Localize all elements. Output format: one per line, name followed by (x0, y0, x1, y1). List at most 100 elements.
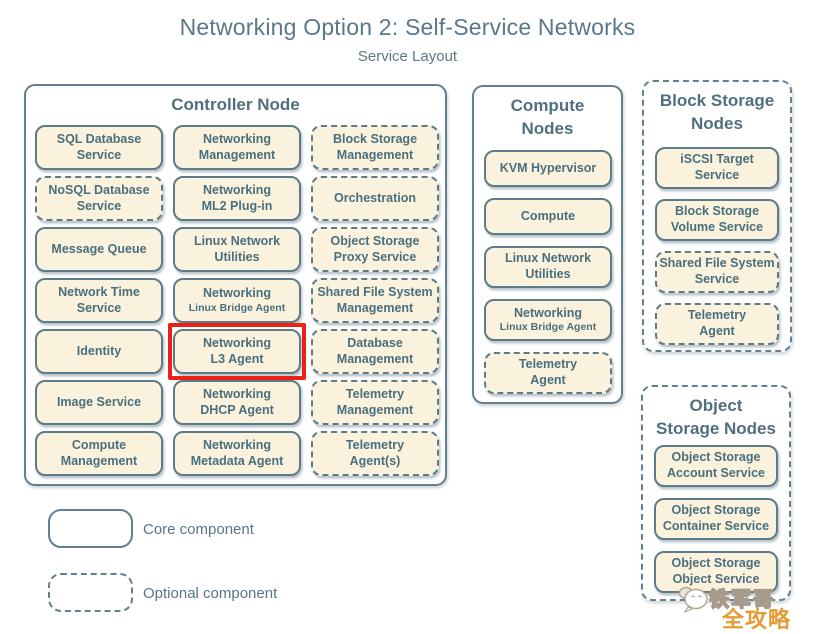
service-label-line: Management (336, 351, 414, 366)
service-label-line: Identity (76, 343, 122, 358)
service-label-line: Container Service (662, 519, 770, 533)
service-label-line: Object Storage (671, 450, 761, 465)
page-subtitle: Service Layout (357, 48, 458, 65)
service-identity: Identity (35, 329, 163, 374)
service-label-line: Networking (202, 131, 272, 146)
node-title-line: Compute (510, 96, 585, 115)
service-label-line: Networking (202, 386, 272, 401)
service-label-line: Shared File System (317, 284, 433, 299)
node-title-line: Block Storage (659, 91, 775, 110)
service-label-line: Linux Bridge Agent (499, 321, 597, 334)
service-label-line: Utilities (214, 249, 260, 264)
legend-optional-label: Optional component (143, 585, 278, 602)
service-label-line: Management (60, 453, 138, 468)
node-title-line: Nodes (521, 118, 574, 138)
service-label-line: Linux Network (193, 233, 281, 248)
node-title-line: Storage Nodes (656, 418, 776, 438)
service-label-line: Telemetry (345, 437, 405, 452)
service-label-line: Networking (513, 305, 583, 320)
service-label-line: Object Storage (671, 503, 761, 518)
service-label-line: Service (694, 168, 740, 182)
service-label-line: Service (76, 147, 122, 162)
service-label-line: Shared File System (659, 256, 775, 271)
service-label-line: Metadata Agent (190, 453, 284, 468)
service-label-line: Block Storage (674, 204, 760, 219)
watermark-outline-text: 铁军哥 (708, 588, 775, 611)
service-label-line: NoSQL Database (48, 182, 150, 197)
service-label-line: Management (336, 402, 414, 417)
service-orchestration: Orchestration (311, 176, 439, 221)
service-label-line: Block Storage (332, 131, 418, 146)
service-label-line: L3 Agent (210, 351, 264, 366)
service-label-line: Message Queue (51, 241, 147, 256)
service-label-line: Network Time (58, 284, 140, 299)
service-label-line: Compute (520, 208, 576, 223)
service-label-line: Linux Bridge Agent (188, 301, 286, 314)
service-label-line: Linux Network (504, 251, 592, 266)
watermark-solid-text: 全攻略 (722, 607, 792, 632)
page-title: Networking Option 2: Self-Service Networ… (179, 14, 636, 40)
node-title-line: Object (689, 396, 743, 415)
service-label-line: Proxy Service (333, 249, 417, 264)
service-label-line: Management (336, 300, 414, 315)
service-label-line: Telemetry (518, 357, 578, 372)
legend-optional-swatch (48, 573, 133, 612)
service-label-line: Utilities (525, 267, 571, 281)
service-label-line: Volume Service (670, 220, 764, 234)
service-label-line: DHCP Agent (200, 402, 274, 417)
service-label-line: Networking (202, 437, 272, 452)
service-label-line: Agent (530, 373, 566, 387)
service-label-line: Management (198, 147, 276, 162)
service-label-line: Object Service (672, 572, 760, 586)
service-label-line: Management (336, 147, 414, 162)
service-label-line: Telemetry (687, 308, 747, 323)
node-title-line: Nodes (691, 113, 743, 133)
service-label-line: Networking (202, 335, 272, 350)
service-message-queue: Message Queue (35, 227, 163, 272)
service-label-line: SQL Database (56, 131, 142, 146)
service-label-line: ML2 Plug-in (201, 198, 273, 213)
service-image-service: Image Service (35, 380, 163, 425)
legend-core-swatch (48, 509, 133, 548)
service-label-line: Service (76, 198, 122, 213)
service-label-line: Networking (202, 286, 272, 301)
service-kvm-hypervisor: KVM Hypervisor (484, 150, 612, 187)
service-compute: Compute (484, 198, 612, 235)
service-label-line: Networking (202, 182, 272, 197)
node-title-line: Controller Node (171, 95, 300, 114)
watermark: 铁军哥 全攻略 (678, 581, 813, 632)
service-label-line: Agent(s) (349, 453, 401, 468)
